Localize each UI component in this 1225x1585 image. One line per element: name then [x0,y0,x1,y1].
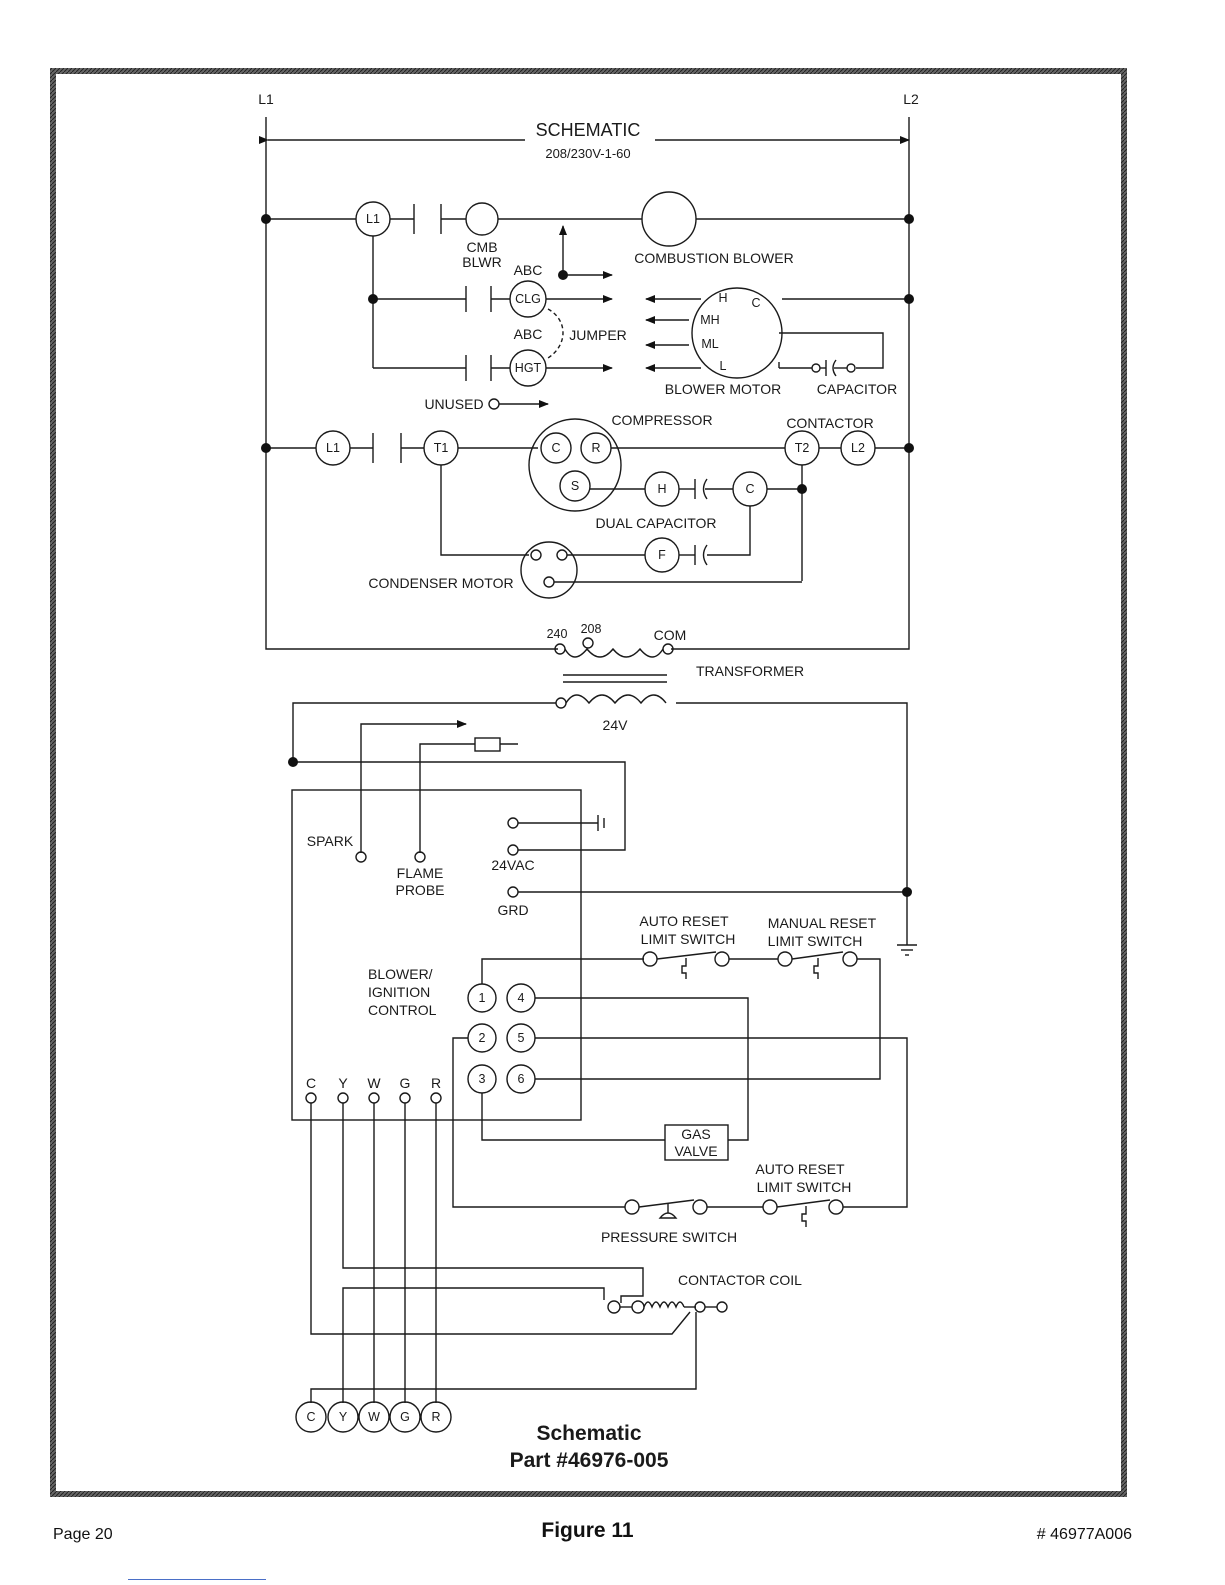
compressor-label: COMPRESSOR [611,412,712,428]
condenser-motor [520,541,578,599]
secondary-24v-label: 24V [603,717,629,733]
thermostat-terminal-y: Y [339,1410,348,1424]
line-l2-label: L2 [903,91,919,107]
footer-link-underline [128,1579,266,1580]
motor-ml-label: ML [701,337,718,351]
l2-label: L2 [851,441,865,455]
gas-valve-label-2: VALVE [674,1143,717,1159]
control-terminal-w: W [367,1075,381,1091]
cap-h-label: H [657,482,666,496]
pin-3-label: 3 [479,1072,486,1086]
manual-reset-label-1: MANUAL RESET [768,915,877,931]
contactor-coil-label: CONTACTOR COIL [678,1272,802,1288]
pin-4-label: 4 [518,991,525,1005]
auto-reset-bottom-label-2: LIMIT SWITCH [757,1179,852,1195]
control-terminal-c: C [306,1075,316,1091]
thermostat-terminal-c: C [306,1410,315,1424]
blwr-label: BLWR [462,254,501,270]
pin-5-label: 5 [518,1031,525,1045]
thermostat-terminal-r: R [431,1410,440,1424]
manual-reset-label-2: LIMIT SWITCH [768,933,863,949]
caption-title: Schematic [536,1422,641,1445]
page-number: Page 20 [53,1526,113,1543]
control-terminal-g: G [400,1075,411,1091]
gas-valve-label-1: GAS [681,1126,711,1142]
compressor [528,418,622,512]
cap-c-label: C [745,482,754,496]
control-label-3: CONTROL [368,1002,437,1018]
control-terminal-y: Y [338,1075,348,1091]
abc-bottom-label: ABC [514,326,543,342]
control-label-2: IGNITION [368,984,430,1000]
document-number: # 46977A006 [1036,1526,1132,1543]
tap-208-label: 208 [581,622,602,636]
24vac-label: 24VAC [491,857,534,873]
page-frame [50,68,1127,1497]
auto-reset-top-label-2: LIMIT SWITCH [641,931,736,947]
spark-label: SPARK [307,833,354,849]
caption-part: Part #46976-005 [510,1449,669,1472]
dual-capacitor-label: DUAL CAPACITOR [595,515,716,531]
voltage-label: 208/230V-1-60 [545,146,630,161]
blower-motor [691,287,783,379]
condenser-motor-label: CONDENSER MOTOR [368,575,513,591]
auto-reset-top-label-1: AUTO RESET [639,913,729,929]
motor-l-label: L [720,359,727,373]
hgt-label: HGT [515,361,542,375]
l1-line [265,117,558,650]
abc-top-label: ABC [514,262,543,278]
cap-f-label: F [658,548,666,562]
pin-1-label: 1 [479,991,486,1005]
auto-reset-bottom-label-1: AUTO RESET [755,1161,845,1177]
combustion-blower-motor [641,191,697,247]
compressor-s-label: S [571,479,579,493]
line-l1-label: L1 [258,91,274,107]
thermostat-terminal-g: G [400,1410,410,1424]
compressor-c-label: C [551,441,560,455]
contactor-label: CONTACTOR [786,415,873,431]
tap-com-label: COM [654,627,687,643]
capacitor-label: CAPACITOR [817,381,897,397]
control-label-1: BLOWER/ [368,966,433,982]
blower-motor-label: BLOWER MOTOR [665,381,781,397]
t2-label: T2 [795,441,810,455]
motor-h-label: H [718,291,727,305]
schematic-title: SCHEMATIC [536,120,641,140]
l1-top-node-label: L1 [366,212,380,226]
jumper-wire [547,308,564,359]
flame-label: FLAME [397,865,444,881]
cmb-label: CMB [466,239,497,255]
pin-2-label: 2 [479,1031,486,1045]
pin-6-label: 6 [518,1072,525,1086]
compressor-r-label: R [591,441,600,455]
probe-label: PROBE [395,882,444,898]
grd-label: GRD [497,902,528,918]
unused-label: UNUSED [424,396,483,412]
motor-mh-label: MH [700,313,719,327]
combustion-blower-label: COMBUSTION BLOWER [634,250,793,266]
tap-240-label: 240 [547,627,568,641]
junction-dots [261,214,914,897]
clg-label: CLG [515,292,541,306]
pressure-switch-label: PRESSURE SWITCH [601,1229,737,1245]
jumper-label: JUMPER [569,327,627,343]
l1-mid-node-label: L1 [326,441,340,455]
t1-label: T1 [434,441,449,455]
transformer-label: TRANSFORMER [696,663,804,679]
motor-c-label: C [751,296,760,310]
thermostat-terminal-w: W [368,1410,380,1424]
cmb-blwr-relay [465,202,499,236]
figure-label: Figure 11 [541,1519,634,1542]
control-terminal-r: R [431,1075,441,1091]
